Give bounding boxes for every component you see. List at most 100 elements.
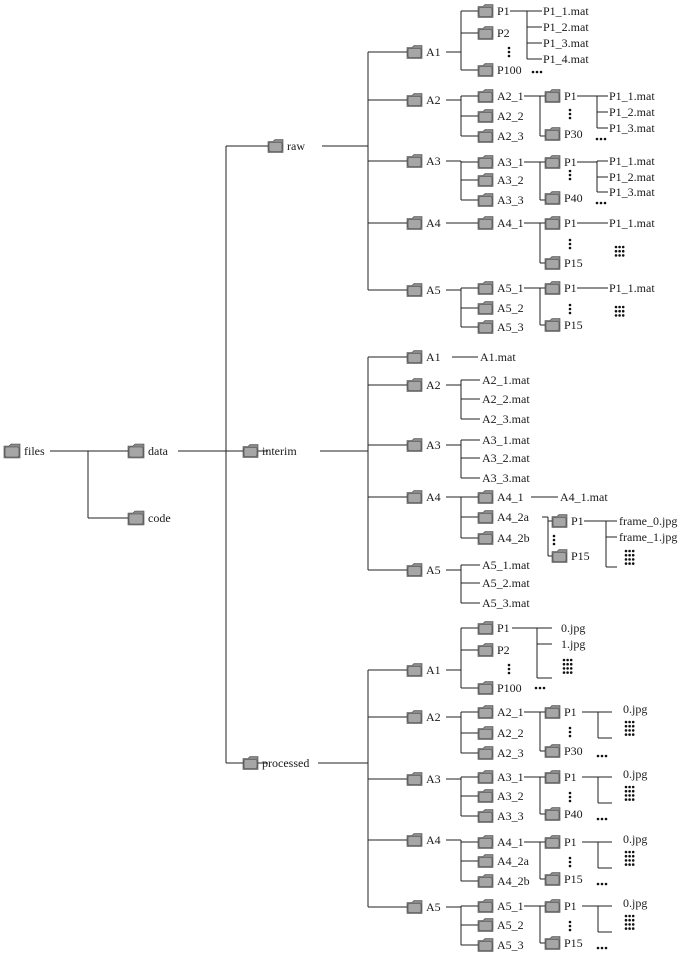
processed-a2-folder-icon <box>406 710 423 724</box>
processed-a2-1-label: A2_1 <box>497 705 524 719</box>
processed-label: processed <box>262 756 309 770</box>
raw-a3-p40-label: P40 <box>564 191 583 205</box>
interim-a4-p15-label: P15 <box>571 549 590 563</box>
raw-a4-p15-folder-icon <box>544 256 561 270</box>
data-label: data <box>148 444 169 458</box>
raw-a3-file-1: P1_1.mat <box>609 154 655 168</box>
processed-a5-2-folder-icon <box>477 918 494 932</box>
processed-a1-p1-label: P1 <box>497 621 510 635</box>
raw-a5-folder-icon <box>406 283 423 297</box>
processed-a2-3-label: A2_3 <box>497 746 524 760</box>
raw-a5-label: A5 <box>426 283 441 297</box>
raw-a5-file-1: P1_1.mat <box>609 281 655 295</box>
raw-a2-file-2: P1_2.mat <box>609 105 655 119</box>
processed-a2-ellipsis-grid <box>624 720 635 736</box>
processed-a2-3-folder-icon <box>477 746 494 760</box>
raw-a4-p1-folder-icon <box>544 216 561 230</box>
raw-a3-p40-folder-icon <box>544 191 561 205</box>
raw-a3-2-label: A3_2 <box>497 173 524 187</box>
raw-a1-p1-label: P1 <box>497 4 510 18</box>
raw-a2-2-label: A2_2 <box>497 109 524 123</box>
processed-a4-trailing-ellipsis <box>596 882 608 886</box>
processed-a1-ellipsis-grid <box>562 658 573 674</box>
raw-a3-1-label: A3_1 <box>497 155 524 169</box>
raw-a5-1-folder-icon <box>477 281 494 295</box>
interim-a1-folder-icon <box>406 350 423 364</box>
processed-a5-p15-folder-icon <box>544 936 561 950</box>
code-label: code <box>148 511 171 525</box>
interim-a4-2a-folder-icon <box>477 510 494 524</box>
interim-a4-p1-label: P1 <box>571 514 584 528</box>
processed-a3-p40-label: P40 <box>564 807 583 821</box>
raw-a1-p1-folder-icon <box>477 4 494 18</box>
raw-a4-vertical-ellipsis <box>568 238 572 250</box>
code-folder-icon <box>127 510 145 526</box>
interim-a4-2b-label: A4_2b <box>497 531 530 545</box>
data-folder-icon <box>127 443 145 459</box>
processed-a5-folder-icon <box>406 900 423 914</box>
raw-a5-1-label: A5_1 <box>497 281 524 295</box>
raw-a2-p30-folder-icon <box>544 127 561 141</box>
processed-a4-folder-icon <box>406 833 423 847</box>
raw-a1-p2-label: P2 <box>497 26 510 40</box>
raw-a1-label: A1 <box>426 45 441 59</box>
processed-a2-vertical-ellipsis <box>568 726 572 738</box>
raw-a3-label: A3 <box>426 154 441 168</box>
raw-a4-file-1: P1_1.mat <box>609 216 655 230</box>
raw-a1-file-2: P1_2.mat <box>543 20 589 34</box>
raw-a4-folder-icon <box>406 216 423 230</box>
raw-a3-folder-icon <box>406 154 423 168</box>
raw-a1-file-1: P1_1.mat <box>543 4 589 18</box>
raw-label: raw <box>287 139 305 153</box>
processed-a3-p1-folder-icon <box>544 770 561 784</box>
processed-a3-label: A3 <box>426 772 441 786</box>
processed-a4-file-0: 0.jpg <box>623 832 647 846</box>
processed-a3-p40-folder-icon <box>544 807 561 821</box>
raw-a5-ellipsis-grid <box>614 305 625 317</box>
interim-a4-1-label: A4_1 <box>497 490 524 504</box>
raw-a4-label: A4 <box>426 216 441 230</box>
interim-a4-file: A4_1.mat <box>560 490 608 504</box>
interim-a5-folder-icon <box>406 563 423 577</box>
interim-a4-p1-folder-icon <box>551 514 568 528</box>
processed-a1-file-0: 0.jpg <box>561 621 585 635</box>
interim-a2-file-3: A2_3.mat <box>482 412 530 426</box>
processed-a2-p30-folder-icon <box>544 744 561 758</box>
processed-a5-ellipsis-grid <box>624 914 635 930</box>
processed-a4-1-label: A4_1 <box>497 835 524 849</box>
interim-a3-folder-icon <box>406 438 423 452</box>
raw-a4-p15-label: P15 <box>564 256 583 270</box>
processed-a5-p1-label: P1 <box>564 899 577 913</box>
processed-a3-3-label: A3_3 <box>497 809 524 823</box>
processed-a5-file-0: 0.jpg <box>623 896 647 910</box>
interim-label: interim <box>262 444 297 458</box>
raw-a5-2-folder-icon <box>477 301 494 315</box>
raw-a3-file-2: P1_2.mat <box>609 170 655 184</box>
raw-a1-folder-icon <box>406 45 423 59</box>
processed-a3-folder-icon <box>406 772 423 786</box>
raw-a5-vertical-ellipsis <box>568 303 572 315</box>
processed-a3-1-folder-icon <box>477 770 494 784</box>
raw-a1-trailing-ellipsis <box>531 70 543 74</box>
processed-a1-p1-folder-icon <box>477 621 494 635</box>
processed-a4-3-folder-icon <box>477 874 494 888</box>
interim-a4-2b-folder-icon <box>477 531 494 545</box>
processed-a4-vertical-ellipsis <box>568 856 572 868</box>
processed-a4-p15-folder-icon <box>544 872 561 886</box>
processed-a3-p1-label: P1 <box>564 770 577 784</box>
processed-a2-p30-label: P30 <box>564 744 583 758</box>
raw-folder-icon <box>267 139 284 153</box>
processed-a3-3-folder-icon <box>477 809 494 823</box>
interim-a2-file-1: A2_1.mat <box>482 373 530 387</box>
interim-a3-label: A3 <box>426 438 441 452</box>
raw-a2-folder-icon <box>406 93 423 107</box>
processed-a5-vertical-ellipsis <box>568 920 572 932</box>
interim-a4-folder-icon <box>406 490 423 504</box>
raw-a1-p100-folder-icon <box>477 63 494 77</box>
interim-a4-frame-0: frame_0.jpg <box>619 514 677 528</box>
processed-a1-p100-folder-icon <box>477 681 494 695</box>
processed-a5-p15-label: P15 <box>564 936 583 950</box>
interim-a5-label: A5 <box>426 563 441 577</box>
interim-a1-label: A1 <box>426 350 441 364</box>
processed-a1-p2-label: P2 <box>497 643 510 657</box>
